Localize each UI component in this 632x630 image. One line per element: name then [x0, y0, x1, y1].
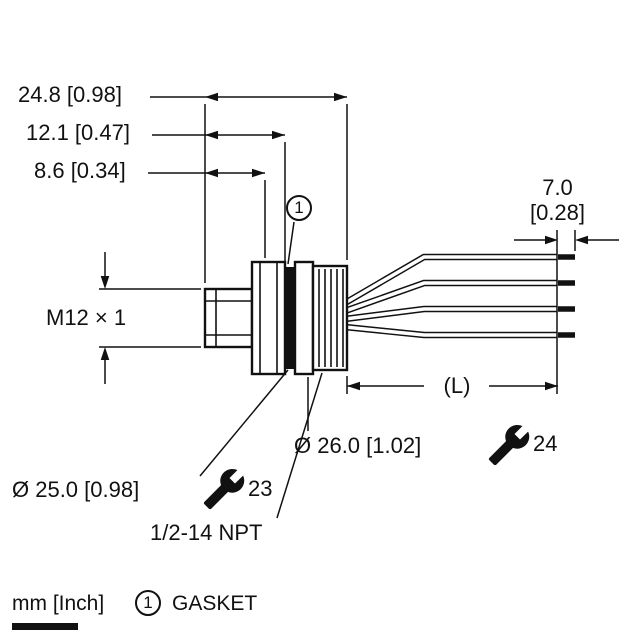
gasket-diameter-label: Ø 25.0 [0.98]: [12, 477, 140, 502]
wrench-size-left-label: 23: [248, 476, 273, 501]
thread-spec-label: M12 × 1: [46, 305, 127, 330]
flange-diameter-label: Ø 26.0 [1.02]: [294, 433, 422, 458]
legend-callout-circle: 1: [135, 590, 161, 616]
npt-leader: [276, 372, 323, 519]
wrench-icon: [487, 423, 531, 467]
footer-bar: [12, 623, 78, 630]
dimension-arrowheads: [100, 92, 588, 391]
wrench-icon: [202, 467, 246, 511]
legend-callout-number: 1: [143, 593, 153, 612]
units-note: mm [Inch]: [12, 592, 105, 615]
gasket-callout-number: 1: [294, 198, 304, 217]
dim-strip-mm-label: 7.0: [542, 175, 573, 200]
gasket-callout-circle: 1: [286, 195, 312, 221]
wrench-size-right-label: 24: [533, 431, 558, 456]
hex-nut-front: [250, 260, 287, 376]
plug-face: [203, 287, 254, 349]
gasket: [285, 267, 295, 369]
connector-body: [203, 260, 349, 376]
stripped-wire-ends: [558, 254, 575, 338]
dim-front-length-label: 8.6 [0.34]: [34, 158, 126, 183]
wires: [343, 253, 575, 339]
dim-strip-inch-label: [0.28]: [529, 200, 586, 225]
dim-mid-length-label: 12.1 [0.47]: [26, 120, 130, 145]
legend-gasket-label: GASKET: [172, 592, 258, 615]
dim-total-length-label: 24.8 [0.98]: [18, 82, 122, 107]
npt-thread-label: 1/2-14 NPT: [150, 520, 263, 545]
dia25-leader: [199, 369, 289, 477]
npt-thread-section: [311, 264, 349, 372]
flange-collar: [293, 260, 315, 376]
cable-length-label: (L): [428, 373, 486, 399]
gasket-callout-leader: [287, 221, 295, 265]
